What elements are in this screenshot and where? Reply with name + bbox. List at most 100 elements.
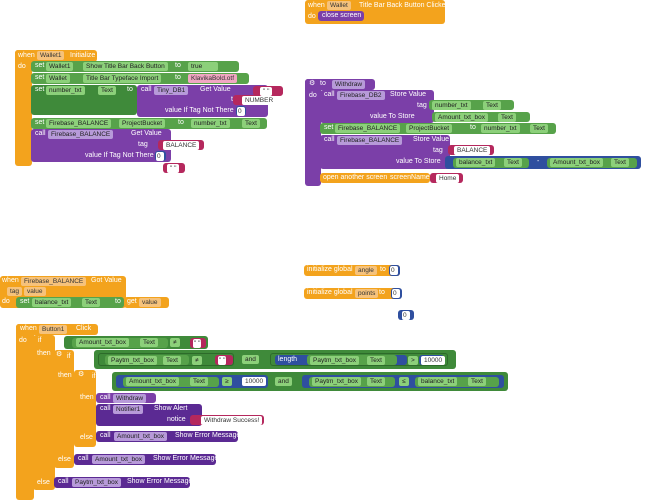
component-dropdown[interactable]: Paytm_txt_box (310, 355, 359, 365)
component-dropdown[interactable]: Wallet1 (37, 51, 65, 60)
property-dropdown[interactable]: Text (498, 112, 516, 122)
compare-block-3b[interactable]: Paytm_txt_box Text ≤ balance_txt Text (302, 375, 504, 388)
balance-txt-getter[interactable]: balance_txt Text (453, 157, 529, 168)
balance-txt-getter[interactable]: balance_txt Text (415, 376, 499, 387)
property-dropdown[interactable]: Text (190, 377, 208, 386)
open-another-screen-block[interactable]: open another screen screenName (320, 173, 430, 183)
property-dropdown[interactable]: ProjectBucket (119, 119, 166, 128)
component-dropdown[interactable]: Tiny_DB1 (154, 86, 189, 95)
compare-block-2a[interactable]: Paytm_txt_box Text ≠ (98, 353, 234, 366)
points-value-block[interactable]: 0 (391, 288, 402, 299)
tag-text-block[interactable]: BALANCE (448, 145, 494, 155)
component-dropdown[interactable]: Firebase_BALANCE (337, 136, 403, 145)
property-dropdown[interactable]: Text (504, 158, 522, 167)
set-project-bucket-2[interactable]: set Firebase_BALANCE ProjectBucket to nu… (320, 123, 556, 134)
event-block-initialize[interactable] (15, 50, 32, 166)
show-alert-block[interactable]: call Notifier1 Show Alert notice (96, 404, 202, 426)
paytm-txt-getter[interactable]: Paytm_txt_box Text (307, 355, 397, 365)
component-dropdown[interactable]: Firebase_BALANCE (46, 119, 112, 128)
procedure-name[interactable]: Withdraw (332, 80, 366, 89)
component-dropdown[interactable]: Wallet (327, 1, 351, 10)
number-value[interactable]: 0 (237, 106, 245, 116)
screen-name-text-block[interactable]: Home (430, 173, 463, 183)
if-block-2[interactable] (54, 350, 74, 468)
component-dropdown[interactable]: Wallet (46, 74, 70, 83)
component-dropdown[interactable]: Firebase_BALANCE (21, 277, 87, 286)
operator-dropdown[interactable]: ≠ (192, 355, 202, 365)
value-component[interactable]: number_txt (191, 119, 230, 128)
number-value[interactable]: 10000 (242, 377, 267, 386)
global-name[interactable]: points (355, 289, 379, 298)
component-dropdown[interactable]: Button1 (39, 325, 68, 334)
amount-txt-getter[interactable]: Amount_txt_box Text (123, 376, 219, 387)
notice-text[interactable]: Withdraw Success! (201, 415, 263, 425)
global-points-block[interactable]: initialize global points to (304, 288, 400, 299)
global-name[interactable]: angle (355, 266, 377, 275)
compare-block-1[interactable]: Amount_txt_box Text ≠ (64, 336, 208, 349)
value-property[interactable]: Text (530, 124, 548, 133)
error-message-block-1[interactable]: call Amount_txt_box Show Error Message (96, 431, 240, 442)
component-dropdown[interactable]: Amount_txt_box (114, 432, 167, 441)
get-value-block[interactable]: get value (124, 297, 169, 308)
property-dropdown[interactable]: Text (367, 377, 385, 386)
component-dropdown[interactable]: Amount_txt_box (92, 455, 145, 464)
component-dropdown[interactable]: Amount_txt_box (435, 112, 488, 122)
property-dropdown[interactable]: Text (468, 377, 486, 386)
param-value[interactable]: value (24, 287, 46, 296)
event-header-initialize[interactable]: when Wallet1 Initialize (15, 50, 97, 62)
property-dropdown[interactable]: ProjectBucket (406, 124, 453, 133)
component-dropdown[interactable]: number_txt (432, 100, 471, 110)
property-dropdown[interactable]: Title Bar Typeface Import (83, 74, 162, 83)
set-title-bar-back-button[interactable]: set Wallet1 Show Title Bar Back Button t… (31, 61, 239, 72)
notice-text-block[interactable]: Withdraw Success! (190, 415, 264, 425)
and-block-2[interactable]: Amount_txt_box Text ≥ 10000 and Paytm_tx… (112, 372, 508, 391)
tag-text[interactable]: NUMBER (242, 95, 277, 105)
error-message-block-3[interactable]: call Paytm_txt_box Show Error Message (54, 477, 192, 488)
default-number-block[interactable]: 0 (155, 151, 166, 161)
empty-text[interactable]: " " (193, 338, 202, 348)
tag-text-block[interactable]: NUMBER (233, 95, 277, 105)
empty-text[interactable]: " " (218, 355, 227, 365)
empty-text-block[interactable]: " " (190, 338, 206, 348)
component-dropdown[interactable]: Paytm_txt_box (108, 355, 157, 365)
event-block-button-click[interactable] (16, 324, 34, 500)
property-dropdown[interactable]: Text (98, 86, 116, 95)
variable-dropdown[interactable]: value (139, 298, 161, 307)
tag-text-block[interactable]: BALANCE (158, 140, 204, 150)
component-dropdown[interactable]: number_txt (46, 86, 85, 95)
number-value[interactable]: 0 (156, 151, 164, 161)
procedure-dropdown[interactable]: Withdraw (113, 393, 147, 403)
store-value-block-2[interactable]: call Firebase_BALANCE Store Value tag va… (320, 135, 450, 169)
gear-icon[interactable]: ⚙ (309, 80, 316, 87)
set-number-txt-block[interactable]: set number_txt Text to (31, 85, 137, 115)
firebase-get-value-block[interactable]: call Firebase_BALANCE Get Value tag valu… (31, 129, 171, 162)
property-dropdown[interactable]: Text (163, 355, 181, 365)
number-block[interactable]: 10000 (419, 355, 446, 365)
value-property[interactable]: Text (242, 119, 260, 128)
empty-text-block[interactable]: " " (163, 163, 185, 173)
paytm-txt-getter[interactable]: Paytm_txt_box Text (309, 376, 395, 387)
boolean-true[interactable]: true (188, 62, 218, 71)
error-message-block-2[interactable]: call Amount_txt_box Show Error Message (74, 454, 218, 465)
component-dropdown[interactable]: balance_txt (418, 377, 458, 386)
component-dropdown[interactable]: Paytm_txt_box (312, 377, 361, 386)
value-component[interactable]: number_txt (481, 124, 520, 133)
screen-name-text[interactable]: Home (436, 173, 460, 183)
gear-icon[interactable]: ⚙ (78, 371, 85, 378)
number-block[interactable]: 10000 (240, 376, 267, 387)
set-balance-txt-block[interactable]: set balance_txt Text to (16, 297, 124, 308)
length-block[interactable]: length Paytm_txt_box Text (275, 355, 407, 365)
param-tag[interactable]: tag (7, 287, 23, 296)
component-dropdown[interactable]: Firebase_DB2 (337, 91, 385, 100)
component-dropdown[interactable]: Amount_txt_box (76, 338, 129, 347)
global-angle-block[interactable]: initialize global angle to (304, 265, 400, 276)
component-dropdown[interactable]: Wallet1 (46, 62, 74, 71)
amount-txt-getter[interactable]: Amount_txt_box Text (72, 337, 168, 348)
empty-text[interactable]: " " (167, 163, 180, 173)
set-title-bar-typeface[interactable]: set Wallet Title Bar Typeface Import to … (31, 73, 249, 84)
operator-dropdown[interactable]: ≥ (222, 377, 232, 386)
default-number-block[interactable]: 0 (236, 106, 246, 116)
procedure-withdraw[interactable] (305, 79, 321, 186)
component-dropdown[interactable]: Firebase_BALANCE (335, 124, 401, 133)
loose-number-block[interactable]: 0 (398, 310, 414, 320)
